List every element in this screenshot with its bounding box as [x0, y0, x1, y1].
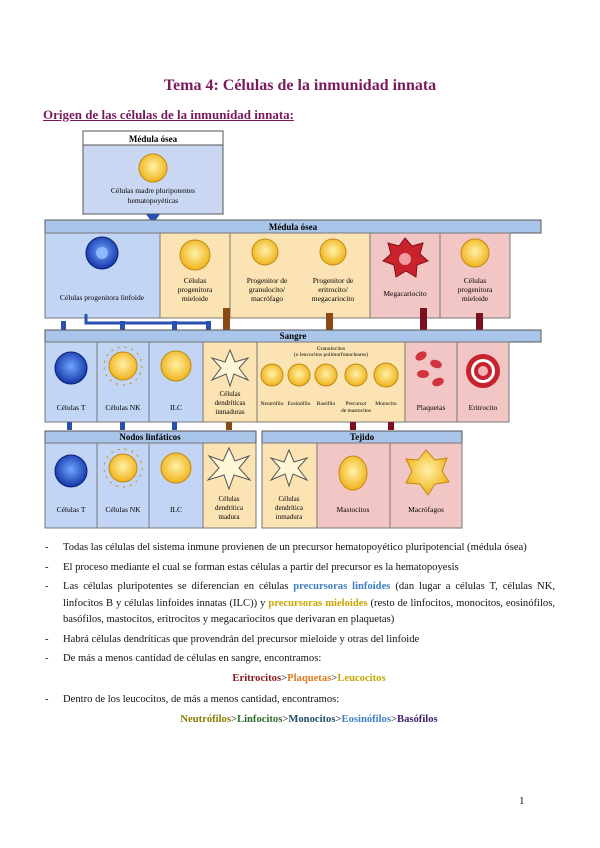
seq1-item: > — [281, 672, 288, 684]
seq2-item: Monocitos — [288, 713, 336, 725]
eritrocito-label: Eritrocito — [469, 403, 498, 412]
em-label-2: eritrocito/ — [318, 285, 348, 294]
eosinofilo-label: Eosinófilo — [288, 400, 311, 407]
em-label-1: Progenitor de — [313, 276, 354, 285]
bullet-6: Dentro de los leucocitos, de más a menos… — [45, 692, 555, 728]
bullet-5: De más a menos cantidad de células en sa… — [45, 651, 555, 687]
bullet-list: Todas las células del sistema inmune pro… — [45, 540, 555, 733]
dc-madura-label-3: madura — [219, 513, 241, 521]
linfoide-label: Células progenitora linfoide — [60, 293, 145, 302]
nodo-t-label: Células T — [57, 505, 86, 514]
nodos-band-label: Nodos linfáticos — [119, 432, 181, 442]
granulocitos-label-2: (o leucocitos polimorfonucleares) — [294, 351, 368, 358]
tejido-band-label: Tejido — [350, 432, 375, 442]
seq2-item: > — [390, 713, 398, 725]
blood-cell-order: Eritrocitos>Plaquetas>Leucocitos — [63, 671, 555, 688]
seq1-item: Leucocitos — [337, 672, 386, 684]
seq2-item: Linfocitos — [237, 713, 283, 725]
eritroide-label-2: progenitora — [458, 285, 493, 294]
seq2-item: Neutrófilos — [180, 713, 231, 725]
sangre-band-label: Sangre — [280, 331, 307, 341]
seq2-item: > — [335, 713, 342, 725]
seq2-item: > — [230, 713, 238, 725]
em-label-3: megacariocito — [312, 294, 355, 303]
bullet-3: Las células pluripotentes se diferencian… — [45, 579, 555, 629]
medula-top-label: Médula ósea — [129, 134, 178, 144]
mieloide-label-3: mieloide — [182, 294, 209, 303]
dc-inmadura-label-3: inmadura — [276, 513, 303, 521]
page-title: Tema 4: Células de la inmunidad innata — [163, 77, 437, 94]
gm-label-3: macrófago — [251, 294, 283, 303]
seq1-item: Plaquetas — [287, 672, 332, 684]
dc-inmadura-label-2: dendrítica — [275, 504, 304, 512]
gm-label-2: granulocito/ — [249, 285, 286, 294]
granulocitos-label-1: Granulocitos — [317, 346, 345, 352]
dc-label-3: inmaduras — [215, 408, 244, 416]
bullet-6-text: Dentro de los leucocitos, de más a menos… — [63, 694, 340, 705]
seq2-item: Eosinófilos — [341, 713, 391, 725]
bullet-3-text-a: Las células pluripotentes se diferencian… — [63, 581, 294, 592]
precursoras-mieloides: precursoras mieloides — [268, 597, 368, 609]
hsc-label-1: Células madre pluripotentes — [111, 186, 195, 195]
eritroide-label-3: mieloide — [462, 294, 489, 303]
mast-precursor-label-2: de mastocitos — [341, 408, 371, 414]
bullet-3-text-b: (dan lugar a células T, células NK, linf… — [63, 581, 555, 609]
bullet-5-text: De más a menos cantidad de células en sa… — [63, 653, 322, 664]
hematopoiesis-figure: Médula ósea Células madre pluripotentes … — [44, 130, 542, 529]
neutrofilo-label: Neutrófilo — [261, 400, 284, 407]
ilc-label: ILC — [170, 403, 182, 412]
monocito-label: Monocito — [375, 401, 397, 407]
macrofagos-label: Macrófagos — [408, 505, 444, 514]
nk-cell-label: Células NK — [105, 403, 141, 412]
hsc-label-2: hematopoyéticas — [128, 196, 178, 205]
dc-label-2: dendríticas — [215, 399, 246, 407]
mastocitos-label: Mastocitos — [337, 505, 370, 514]
bullet-4: Habrá células dendríticas que provendrán… — [45, 632, 555, 649]
bullet-3-text-c: (resto de linfocitos, monocitos, eosinóf… — [63, 597, 555, 626]
seq1-item: Eritrocitos — [232, 672, 282, 684]
mast-precursor-label-1: Precursor — [345, 401, 366, 407]
eritroide-label-1: Células — [464, 276, 487, 285]
dc-madura-label-1: Células — [219, 495, 240, 503]
seq1-item: > — [331, 672, 338, 684]
t-cell-label: Células T — [57, 403, 86, 412]
dc-madura-label-2: dendrítica — [215, 504, 244, 512]
dc-label-1: Células — [220, 390, 241, 398]
bullet-1: Todas las células del sistema inmune pro… — [45, 540, 555, 557]
mieloide-label-2: progenitora — [178, 285, 213, 294]
medula-band-label: Médula ósea — [269, 222, 318, 232]
nodo-nk-label: Células NK — [105, 505, 141, 514]
gm-label-1: Progenitor de — [247, 276, 288, 285]
leukocyte-order: Neutrófilos>Linfocitos>Monocitos>Eosinóf… — [63, 712, 555, 729]
megacariocito-label: Megacariocito — [383, 289, 427, 298]
page-number: 1 — [519, 795, 525, 807]
basofilo-label: Basófilo — [317, 400, 336, 407]
precursoras-linfoides: precursoras linfoides — [293, 581, 391, 592]
nodo-ilc-label: ILC — [170, 505, 182, 514]
dc-inmadura-label-1: Células — [279, 495, 300, 503]
seq2-item: > — [282, 713, 289, 725]
plaquetas-label: Plaquetas — [417, 403, 446, 412]
seq2-item: Basófilos — [397, 713, 438, 725]
section-heading: Origen de las células de la inmunidad in… — [43, 107, 295, 122]
mieloide-label-1: Células — [184, 276, 207, 285]
bullet-2: El proceso mediante el cual se forman es… — [45, 560, 555, 577]
